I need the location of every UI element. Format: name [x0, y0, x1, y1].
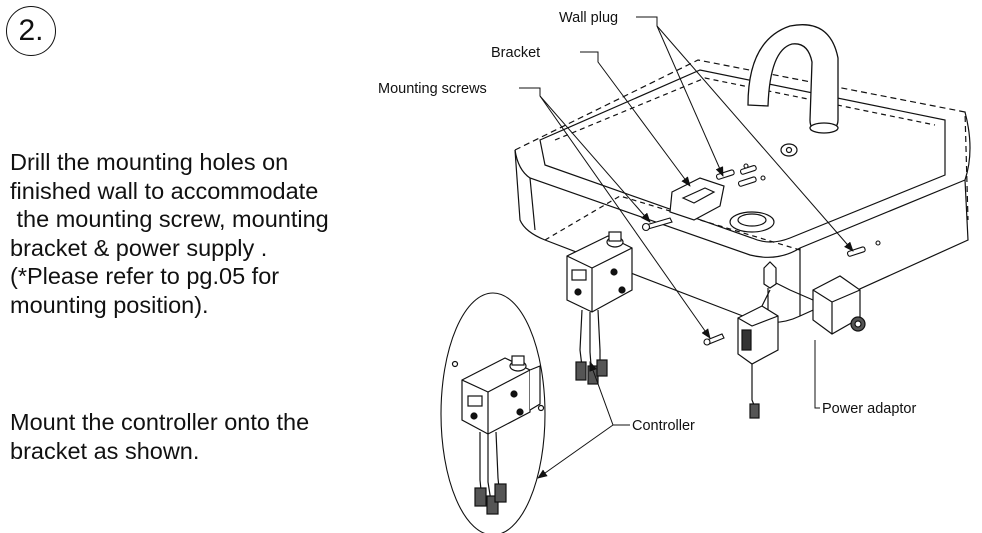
bracket-part: [669, 177, 725, 221]
controller-unit: [566, 231, 633, 385]
power-adaptor-unit: [763, 261, 866, 335]
instruction-line: Mount the controller onto the: [10, 409, 310, 435]
instruction-line: finished wall to accommodate: [10, 177, 319, 204]
leader-lines: [519, 16, 854, 479]
wall-plug-parts: [715, 163, 881, 257]
instruction-line: (*Please refer to pg.05 for: [10, 263, 280, 289]
label-wall-plug: Wall plug: [559, 10, 618, 26]
instruction-line: bracket & power supply .: [10, 234, 268, 261]
label-mounting-screws: Mounting screws: [378, 81, 487, 97]
instruction-line: Drill the mounting holes on: [10, 149, 289, 175]
mounting-screw-parts: [641, 217, 725, 346]
instruction-line: the mounting screw, mounting: [10, 206, 329, 232]
label-controller: Controller: [632, 418, 695, 434]
instruction-paragraph-mount: Mount the controller onto the bracket as…: [10, 408, 309, 465]
label-power-adaptor: Power adaptor: [822, 401, 916, 417]
instruction-paragraph-drill: Drill the mounting holes on finished wal…: [10, 148, 329, 319]
detail-view: [440, 292, 546, 533]
faucet-spout: [747, 24, 839, 134]
step-number-badge: 2.: [6, 6, 56, 56]
instruction-line: bracket as shown.: [10, 437, 200, 464]
controller-unit-secondary: [737, 289, 779, 419]
label-bracket: Bracket: [491, 45, 540, 61]
step-number: 2.: [18, 14, 44, 47]
instruction-line: mounting position).: [10, 291, 209, 318]
